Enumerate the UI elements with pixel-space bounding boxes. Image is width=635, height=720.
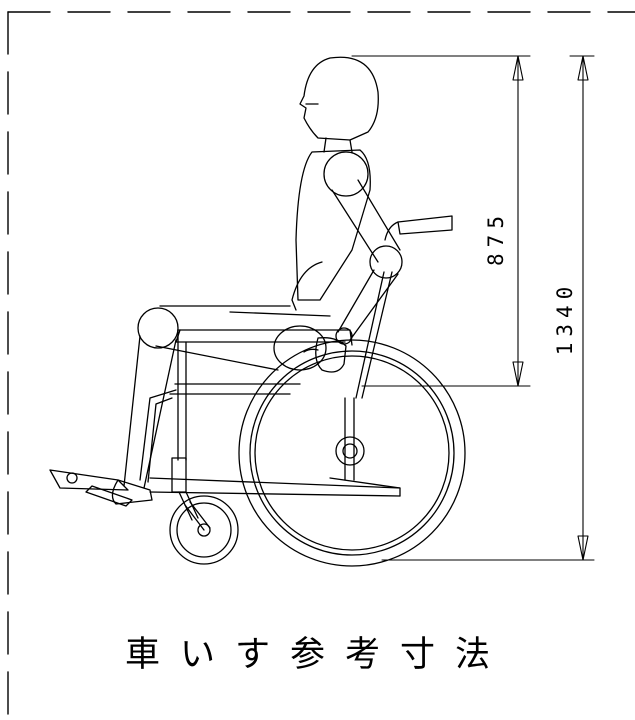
dimension-lines: [351, 55, 595, 561]
dimension-label-875: 875: [484, 210, 508, 266]
dashed-frame: [7, 11, 635, 720]
seated-person: [111, 56, 403, 505]
dimension-label-1340: 1340: [553, 281, 577, 356]
diagram-caption: 車いす参考寸法: [124, 635, 510, 675]
rear-wheel: [238, 339, 466, 567]
caster-wheel: [169, 495, 239, 565]
wheelchair-frame: [49, 215, 453, 521]
